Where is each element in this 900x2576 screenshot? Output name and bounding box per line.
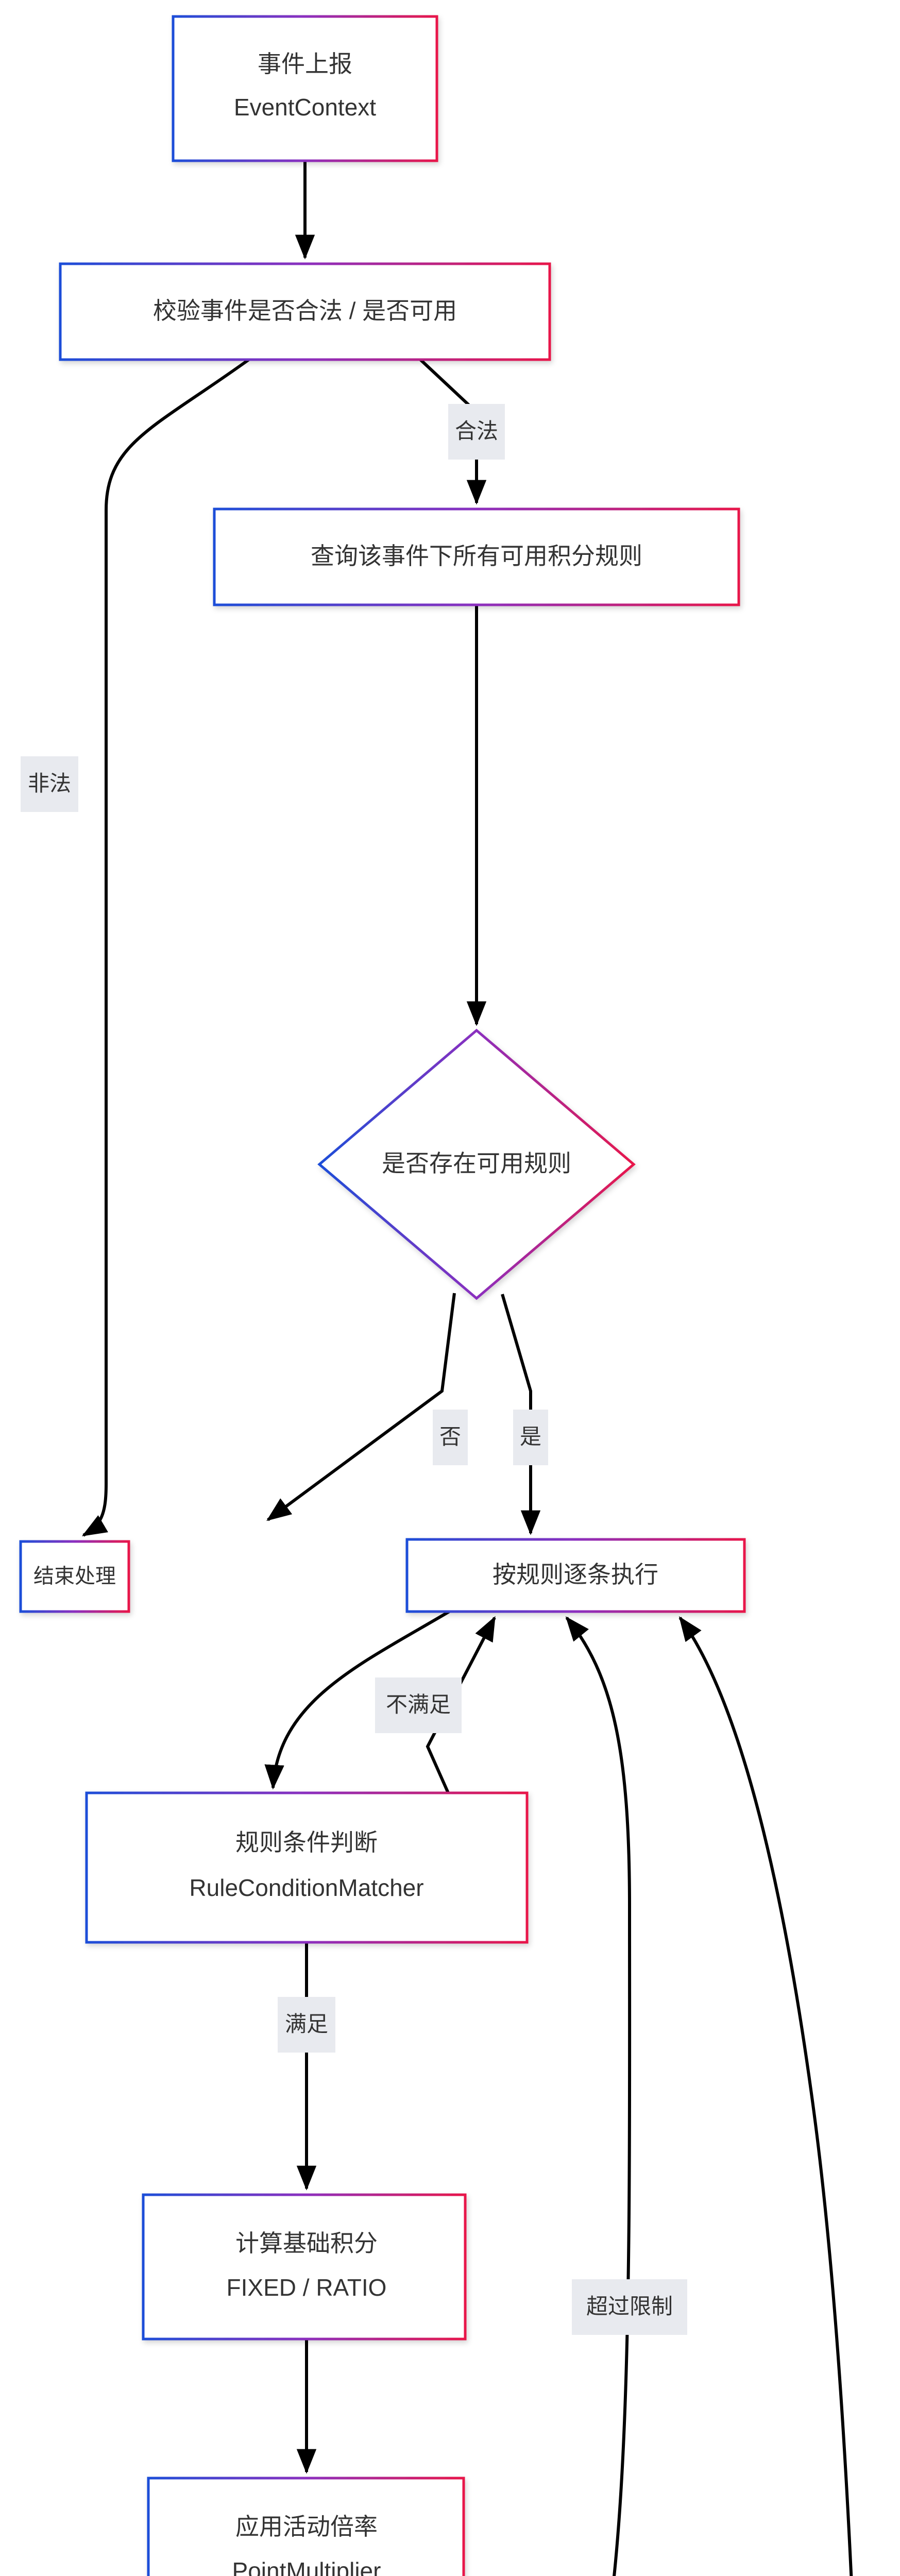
node-point-multiplier-line-1: 应用活动倍率 [235, 2513, 378, 2540]
edge-label-layer: 合法 非法 否 是 不满足 [21, 404, 687, 2335]
node-end-process-label: 结束处理 [33, 1565, 116, 1588]
edge-label-not-matched: 不满足 [375, 1677, 462, 1733]
node-end-process[interactable]: 结束处理 [19, 1540, 130, 1613]
edge-label-legal: 合法 [448, 404, 505, 460]
edge-label-yes: 是 [513, 1410, 548, 1465]
edge-label-over-limit-text: 超过限制 [586, 2294, 673, 2318]
node-rule-condition[interactable]: 规则条件判断 RuleConditionMatcher [85, 1791, 529, 1944]
node-event-report-line-2: EventContext [234, 94, 376, 121]
edge-label-legal-text: 合法 [455, 419, 498, 443]
edge-label-over-limit: 超过限制 [572, 2279, 687, 2335]
node-event-report[interactable]: 事件上报 EventContext [172, 15, 438, 162]
edge-label-no: 否 [433, 1410, 468, 1465]
edge-point-account-to-execute-rules [678, 1616, 853, 2576]
node-execute-rules[interactable]: 按规则逐条执行 [405, 1538, 746, 1613]
edge-label-not-matched-text: 不满足 [386, 1692, 451, 1717]
edge-rule-condition-to-execute-rules [426, 1616, 496, 1794]
edge-label-no-text: 否 [439, 1425, 461, 1449]
edge-label-matched-text: 满足 [285, 2012, 328, 2036]
node-validate-event-label: 校验事件是否合法 / 是否可用 [153, 297, 457, 324]
edge-layer [81, 161, 853, 2576]
node-event-report-line-1: 事件上报 [258, 50, 352, 77]
node-point-multiplier[interactable]: 应用活动倍率 PointMultiplier [147, 2477, 465, 2576]
edge-has-rules-to-execute-rules [501, 1294, 541, 1535]
node-rule-condition-line-2: RuleConditionMatcher [189, 1874, 423, 1901]
node-layer: 事件上报 EventContext 校验事件是否合法 / 是否可用 查询该事件下… [19, 15, 746, 2576]
edge-label-illegal: 非法 [21, 756, 78, 812]
node-validate-event[interactable]: 校验事件是否合法 / 是否可用 [59, 262, 551, 361]
edge-label-yes-text: 是 [520, 1425, 541, 1449]
edge-has-rules-to-end-process [266, 1293, 456, 1521]
node-has-rules[interactable]: 是否存在可用规则 [317, 1028, 636, 1300]
edge-grant-limit-to-execute-rules [565, 1616, 632, 2576]
node-has-rules-label: 是否存在可用规则 [382, 1150, 571, 1177]
node-execute-rules-label: 按规则逐条执行 [493, 1561, 658, 1588]
edge-label-illegal-text: 非法 [28, 771, 71, 795]
node-query-rules-label: 查询该事件下所有可用积分规则 [311, 543, 642, 569]
node-calc-base-point-line-2: FIXED / RATIO [227, 2274, 387, 2301]
node-rule-condition-line-1: 规则条件判断 [235, 1829, 378, 1856]
node-query-rules[interactable]: 查询该事件下所有可用积分规则 [213, 507, 740, 606]
edge-execute-rules-to-rule-condition [264, 1610, 450, 1790]
node-point-multiplier-line-2: PointMultiplier [232, 2557, 381, 2576]
edge-validate-to-end-process [81, 358, 250, 1537]
edge-label-matched: 满足 [278, 1997, 335, 2053]
node-calc-base-point[interactable]: 计算基础积分 FIXED / RATIO [142, 2193, 467, 2341]
node-calc-base-point-line-1: 计算基础积分 [235, 2230, 378, 2257]
